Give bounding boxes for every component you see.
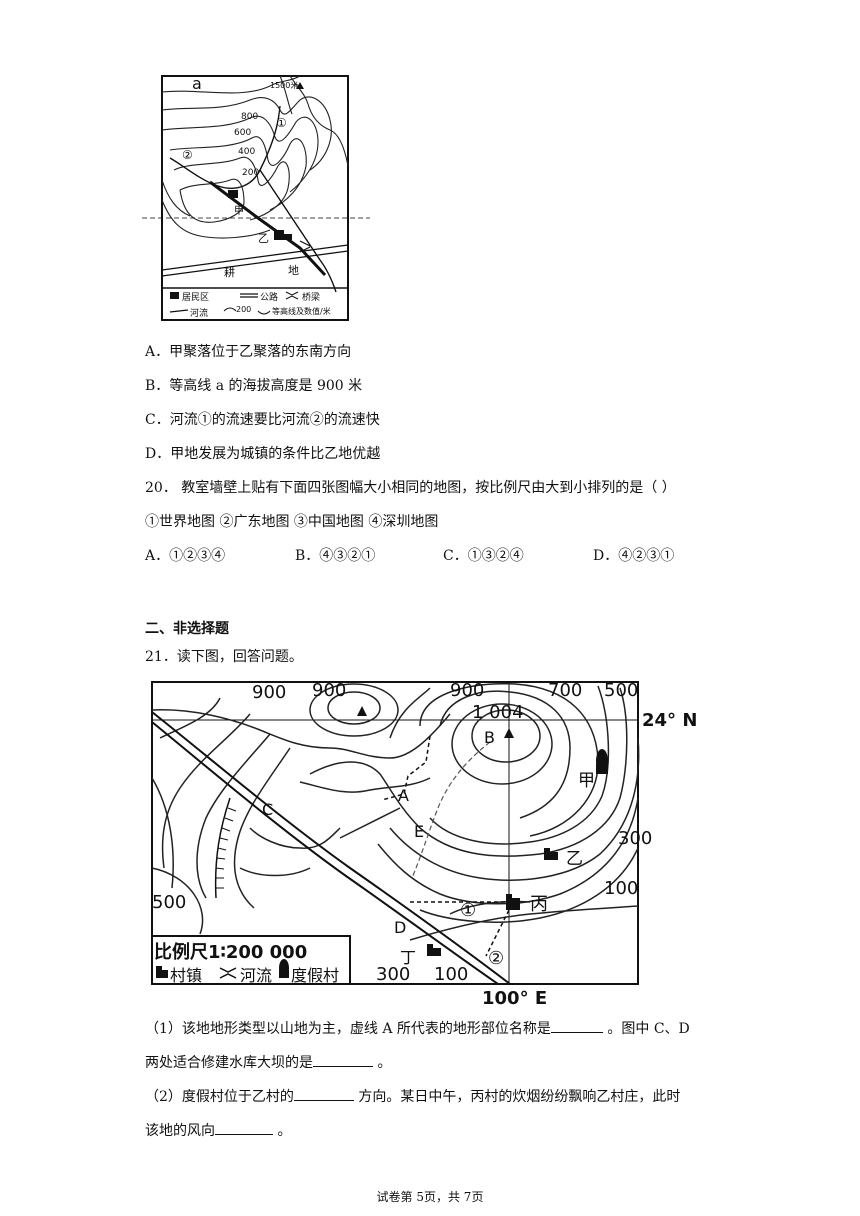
peak-elevation: 1500米 (270, 81, 299, 90)
contour-600: 600 (234, 128, 252, 138)
point-d: D (394, 918, 407, 937)
longitude-label: 100° E (482, 988, 548, 1009)
q20-option-b: B．④③②① (295, 548, 376, 564)
contour-200: 200 (242, 168, 260, 178)
point-b: B (484, 728, 495, 747)
route-2-label: ② (488, 948, 505, 969)
contour-700: 700 (548, 680, 583, 701)
contour-800: 800 (241, 112, 259, 122)
village-yi: 乙 (566, 849, 583, 869)
contour-300-bottom: 300 (376, 964, 411, 985)
section-heading: 二、非选择题 (145, 621, 229, 637)
answer-blank-4[interactable] (215, 1120, 273, 1135)
answer-blank-1[interactable] (550, 1018, 603, 1033)
legend-bridge: 桥梁 (302, 293, 321, 303)
route-1-label: ① (460, 900, 477, 921)
answer-blank-2[interactable] (313, 1052, 373, 1067)
village-ding: 丁 (400, 948, 417, 967)
farmland-label-left: 耕 (224, 266, 235, 279)
contour-label-a: a (192, 74, 202, 93)
q19-option-d: D．甲地发展为城镇的条件比乙地优越 (145, 446, 381, 462)
contour-500-top: 500 (604, 680, 639, 701)
contour-100-bottom: 100 (434, 964, 469, 985)
legend-contour: 等高线及数值/米 (272, 307, 331, 316)
q20-items: ①世界地图 ②广东地图 ③中国地图 ④深圳地图 (145, 514, 439, 530)
contour-300-right: 300 (618, 828, 653, 849)
q21-part1-line2: 两处适合修建水库大坝的是 。 (145, 1052, 391, 1073)
river-2-label: ② (182, 148, 193, 162)
legend-resort: 度假村 (291, 966, 340, 985)
legend-settlement: 居民区 (182, 293, 210, 303)
q21-stem: 21．读下图，回答问题。 (145, 649, 303, 665)
q20-option-c: C．①③②④ (443, 548, 524, 564)
point-c: C (262, 800, 274, 819)
q19-option-b: B．等高线 a 的海拔高度是 900 米 (145, 378, 363, 394)
point-e: E (414, 822, 425, 841)
legend-contour-value: 200 (236, 305, 252, 314)
legend-river: 河流 (190, 309, 209, 319)
contour-400: 400 (238, 147, 256, 157)
q20-option-a: A．①②③④ (145, 548, 226, 564)
peak-elevation: 1 004 (472, 702, 524, 723)
village-bing: 丙 (530, 894, 548, 915)
farmland-label-right: 地 (288, 264, 299, 277)
q19-option-c: C．河流①的流速要比河流②的流速快 (145, 412, 380, 428)
q20-stem: 20． 教室墙壁上贴有下面四张图幅大小相同的地图，按比例尺由大到小排列的是（ ） (145, 480, 676, 496)
topographic-map-1 (142, 75, 370, 321)
river-1-label: ① (276, 116, 287, 130)
contour-900-c: 900 (450, 680, 485, 701)
scale-label: 比例尺1∶200 000 (154, 942, 308, 963)
legend-village: 村镇 (170, 966, 203, 985)
settlement-yi: 乙 (258, 232, 269, 245)
latitude-label: 24° N (642, 710, 698, 731)
q21-part2-line1: （2）度假村位于乙村的 方向。某日中午，丙村的炊烟纷纷飘响乙村庄，此时 (145, 1086, 680, 1107)
legend-road: 公路 (260, 293, 279, 303)
resort-jia: 甲 (578, 771, 595, 791)
contour-500-left: 500 (152, 892, 187, 913)
answer-blank-3[interactable] (293, 1086, 354, 1101)
contour-900-a: 900 (252, 682, 287, 703)
page-footer: 试卷第 5页，共 7页 (376, 1190, 484, 1204)
point-a: A (398, 786, 409, 805)
legend-river: 河流 (240, 966, 273, 985)
q21-part2-line2: 该地的风向 。 (145, 1120, 291, 1141)
topographic-map-2 (151, 681, 640, 985)
settlement-jia: 甲 (234, 206, 244, 217)
contour-900-b: 900 (312, 680, 347, 701)
contour-100-right: 100 (604, 878, 639, 899)
q20-option-d: D．④②③① (593, 548, 675, 564)
q21-part1-line1: （1）该地地形类型以山地为主，虚线 A 所代表的地形部位名称是 。图中 C、D (145, 1018, 690, 1039)
q19-option-a: A．甲聚落位于乙聚落的东南方向 (145, 344, 352, 360)
